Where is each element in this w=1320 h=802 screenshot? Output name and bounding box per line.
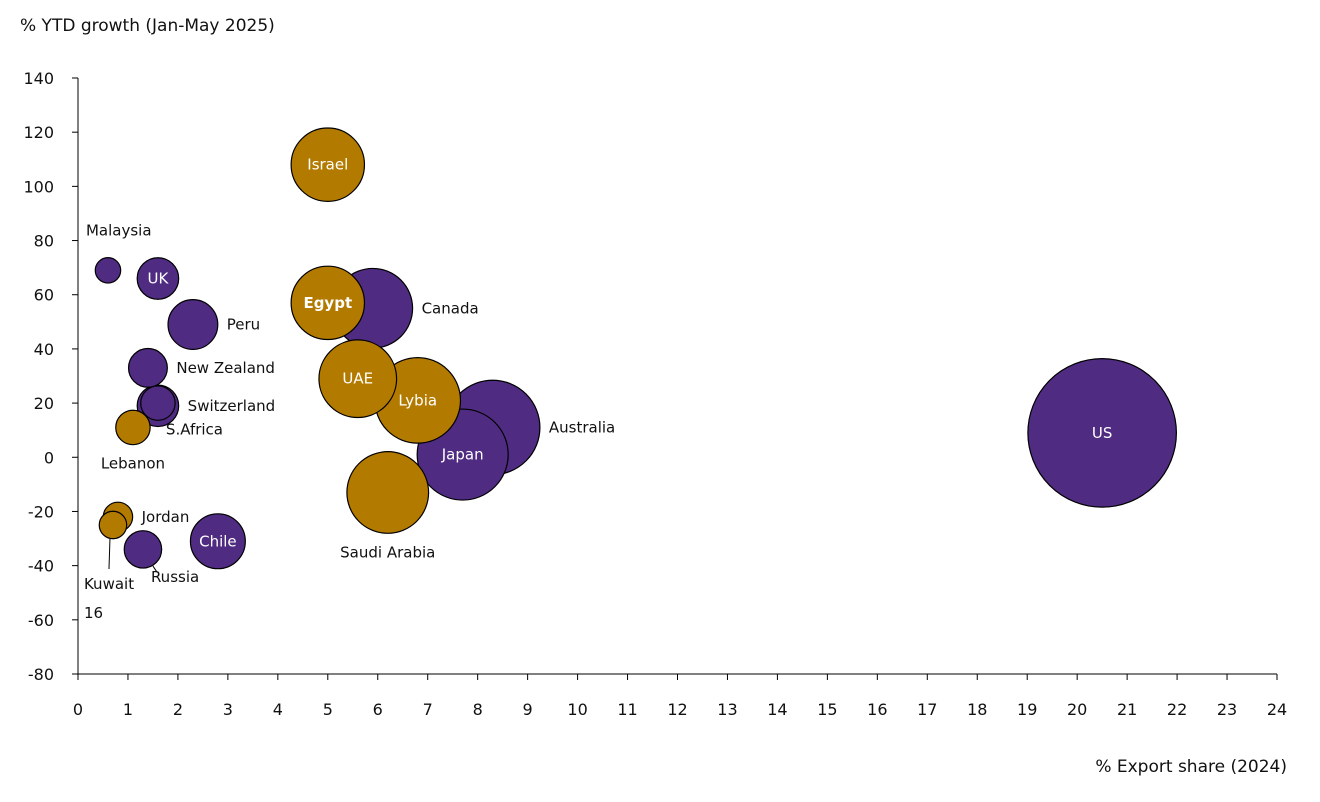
x-tick-label: 8	[473, 700, 483, 719]
x-tick-label: 17	[917, 700, 937, 719]
label-kuwait: Kuwait	[84, 575, 134, 593]
label-s-africa: S.Africa	[166, 420, 223, 438]
x-tick-label: 20	[1067, 700, 1087, 719]
bubble-egypt	[290, 265, 366, 341]
bubble-s-africa	[140, 385, 176, 421]
x-tick-label: 10	[567, 700, 587, 719]
x-tick-label: 1	[123, 700, 133, 719]
bubble-uae	[318, 339, 398, 419]
bubble-israel	[290, 127, 366, 202]
label-saudi-arabia: Saudi Arabia	[340, 543, 435, 561]
label-australia: Australia	[549, 418, 615, 436]
bubble-peru	[167, 299, 219, 350]
leader-line	[108, 538, 111, 570]
bubble-kuwait	[98, 510, 128, 540]
leader-line	[152, 565, 158, 573]
x-tick-label: 23	[1217, 700, 1237, 719]
bubble-chile	[189, 513, 246, 570]
label-chile: Chile	[199, 532, 237, 550]
label-uae: UAE	[342, 370, 373, 388]
x-tick-label: 7	[423, 700, 433, 719]
label-us: US	[1092, 424, 1113, 442]
x-axis-title: % Export share (2024)	[1095, 757, 1287, 777]
y-tick-label: -80	[28, 665, 54, 684]
x-tick-label: 12	[667, 700, 687, 719]
bubble-uk	[136, 257, 180, 300]
x-tick-label: 22	[1167, 700, 1187, 719]
y-tick-label: 20	[34, 394, 54, 413]
x-tick-label: 19	[1017, 700, 1037, 719]
label-israel: Israel	[307, 156, 348, 174]
bubble-saudi-arabia	[346, 451, 430, 534]
bubble-lebanon	[115, 409, 151, 446]
x-tick-label: 2	[173, 700, 183, 719]
bubble-russia	[123, 530, 163, 569]
label-lybia: Lybia	[398, 391, 437, 409]
x-tick-label: 11	[617, 700, 637, 719]
label-malaysia: Malaysia	[86, 222, 152, 240]
annotation-16: 16	[84, 604, 103, 622]
x-tick-label: 18	[967, 700, 987, 719]
x-tick-label: 3	[223, 700, 233, 719]
x-tick-label: 24	[1267, 700, 1287, 719]
y-axis-title: % YTD growth (Jan-May 2025)	[20, 16, 275, 36]
bubble-us	[1027, 358, 1178, 508]
bubbles	[94, 127, 1178, 570]
y-tick-label: -20	[28, 502, 54, 521]
y-tick-label: 100	[23, 177, 54, 196]
x-tick-label: 14	[767, 700, 787, 719]
label-canada: Canada	[422, 299, 479, 317]
x-tick-label: 9	[523, 700, 533, 719]
x-tick-label: 21	[1117, 700, 1137, 719]
bubble-malaysia	[94, 257, 122, 284]
x-tick-label: 4	[273, 700, 283, 719]
x-tick-label: 6	[373, 700, 383, 719]
label-egypt: Egypt	[303, 294, 352, 312]
label-jordan: Jordan	[141, 508, 190, 526]
y-tick-label: 120	[23, 123, 54, 142]
label-japan: Japan	[441, 446, 484, 464]
y-tick-label: 80	[34, 232, 54, 251]
label-peru: Peru	[227, 316, 260, 334]
x-tick-label: 16	[867, 700, 887, 719]
y-tick-label: 0	[44, 448, 54, 467]
x-tick-label: 15	[817, 700, 837, 719]
label-russia: Russia	[151, 568, 199, 586]
x-tick-label: 5	[323, 700, 333, 719]
y-tick-label: 140	[23, 69, 54, 88]
label-new-zealand: New Zealand	[176, 359, 275, 377]
y-tick-label: 40	[34, 340, 54, 359]
x-tick-label: 13	[717, 700, 737, 719]
x-tick-label: 0	[73, 700, 83, 719]
bubble-new-zealand	[127, 347, 168, 388]
y-tick-label: -60	[28, 611, 54, 630]
y-tick-label: 60	[34, 286, 54, 305]
label-switzerland: Switzerland	[188, 397, 275, 415]
y-tick-label: -40	[28, 557, 54, 576]
label-lebanon: Lebanon	[101, 455, 165, 473]
label-uk: UK	[148, 269, 170, 287]
